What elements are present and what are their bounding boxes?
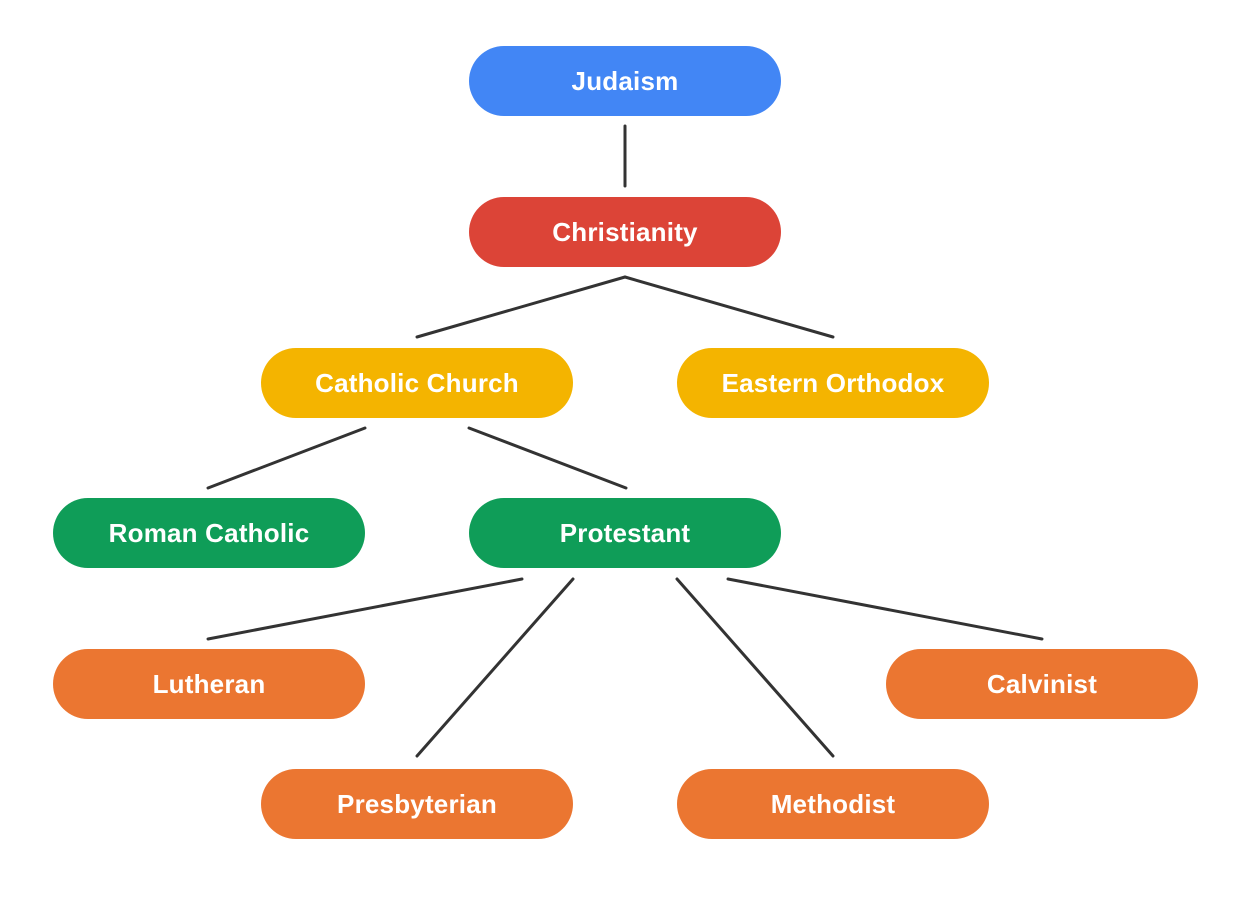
node-roman-catholic: Roman Catholic xyxy=(53,498,365,568)
node-presbyterian: Presbyterian xyxy=(261,769,573,839)
node-calvinist: Calvinist xyxy=(886,649,1198,719)
node-label: Calvinist xyxy=(986,668,1098,699)
edge-protestant-calvinist xyxy=(726,577,1044,641)
node-label: Presbyterian xyxy=(337,788,497,819)
edge-protestant-presbyterian xyxy=(415,577,575,758)
node-label: Catholic Church xyxy=(315,367,519,398)
node-label: Lutheran xyxy=(152,668,266,699)
node-catholic-church: Catholic Church xyxy=(261,348,573,418)
node-label: Roman Catholic xyxy=(108,517,310,548)
node-eastern-orthodox: Eastern Orthodox xyxy=(677,348,989,418)
edge-protestant-lutheran xyxy=(206,577,524,641)
node-methodist: Methodist xyxy=(677,769,989,839)
edge-christianity-catholic xyxy=(415,275,627,339)
node-lutheran: Lutheran xyxy=(53,649,365,719)
node-label: Protestant xyxy=(559,517,691,548)
node-label: Christianity xyxy=(552,216,698,247)
edge-christianity-orthodox xyxy=(623,275,835,339)
node-label: Judaism xyxy=(571,65,679,96)
edge-catholic-roman xyxy=(206,426,367,490)
node-judaism: Judaism xyxy=(469,46,781,116)
edge-protestant-methodist xyxy=(675,577,835,758)
edge-catholic-protestant xyxy=(467,426,628,490)
node-christianity: Christianity xyxy=(469,197,781,267)
node-label: Eastern Orthodox xyxy=(721,367,945,398)
node-label: Methodist xyxy=(770,788,896,819)
node-protestant: Protestant xyxy=(469,498,781,568)
